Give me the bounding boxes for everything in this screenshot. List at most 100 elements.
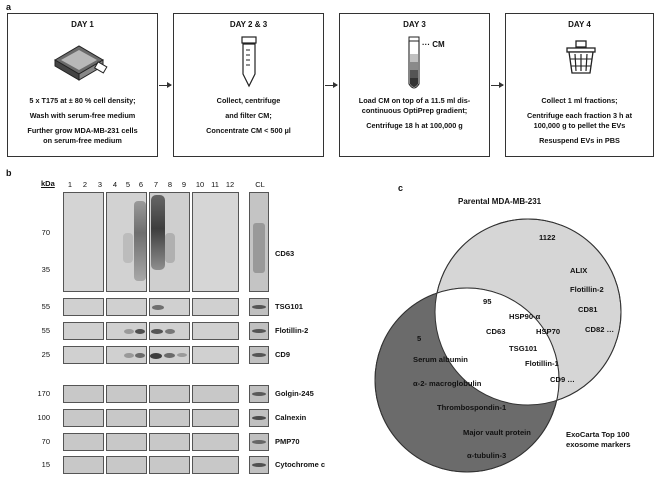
mw-label: 55	[41, 302, 50, 311]
parental-item: CD82 …	[585, 325, 615, 334]
parental-set-label: Parental MDA-MB-231	[458, 197, 542, 206]
marker-label: TSG101	[275, 302, 303, 311]
step-day3-line1: Load CM on top of a 11.5 ml dis-	[358, 96, 471, 105]
blot-strip	[149, 433, 190, 451]
venn-diagram	[374, 218, 622, 473]
lane-number: 1	[67, 180, 73, 189]
flask-icon	[54, 45, 108, 81]
blot-strip	[149, 409, 190, 427]
blot-strip	[63, 409, 104, 427]
blot-band	[151, 329, 163, 334]
blot-band-cl	[252, 463, 266, 467]
marker-label: Golgin-245	[275, 389, 314, 398]
step-day1-title: DAY 1	[71, 20, 94, 29]
lane-number: 9	[181, 180, 187, 189]
overlap-item: HSP90-α	[509, 312, 541, 321]
marker-label: CD9	[275, 350, 291, 359]
gradient-tube-icon	[408, 36, 420, 89]
panel-c-label: c	[398, 183, 404, 193]
step-day1-line2: Wash with serum-free medium	[29, 111, 136, 120]
lane-number: 12	[225, 180, 235, 189]
step-day1-line1: 5 x T175 at ± 80 % cell density;	[29, 96, 136, 105]
blot-strip	[63, 322, 104, 340]
step-day4-title: DAY 4	[568, 20, 591, 29]
lane-number: 5	[125, 180, 131, 189]
marker-label: CD63	[275, 249, 295, 258]
mw-label: 170	[37, 389, 50, 398]
blot-band	[150, 353, 162, 359]
blot-band	[152, 305, 164, 310]
marker-label: Calnexin	[275, 413, 307, 422]
blot-strip	[63, 346, 104, 364]
lane-number: 6	[138, 180, 144, 189]
step-day4-line2: Centrifuge each fraction 3 h at	[526, 111, 632, 120]
blot-band-cl	[252, 305, 266, 309]
exocarta-set-label-1: ExoCarta Top 100	[566, 430, 630, 439]
step-day4-line4: Resuspend EVs in PBS	[539, 136, 620, 145]
step-day23-box: DAY 2 & 3 Collect, centrifuge and filter…	[173, 13, 324, 157]
basket-icon	[566, 40, 596, 74]
mw-label: 15	[41, 460, 50, 469]
blot-strip	[106, 456, 147, 474]
mw-label: 25	[41, 350, 50, 359]
blot-band-cl	[252, 329, 266, 333]
blot-strip	[192, 409, 239, 427]
step-day23-line3: Concentrate CM < 500 µl	[206, 126, 291, 135]
mw-label: 70	[41, 228, 50, 237]
overlap-item: CD63	[486, 327, 506, 336]
blot-band-cl	[252, 416, 266, 420]
cd63-blot-cl	[249, 192, 269, 292]
arrow-3	[491, 82, 504, 88]
tube-icon	[241, 36, 257, 88]
blot-strip	[192, 385, 239, 403]
blot-strip	[106, 385, 147, 403]
blot-band	[177, 353, 187, 357]
blot-band	[124, 353, 134, 358]
exocarta-item: Serum albumin	[413, 355, 468, 364]
lane-number: 10	[195, 180, 205, 189]
kda-label: kDa	[41, 179, 55, 188]
step-day1-box: DAY 1 5 x T175 at ± 80 % cell density; W…	[7, 13, 158, 157]
cl-label: CL	[255, 180, 265, 189]
exocarta-item: Major vault protein	[463, 428, 531, 437]
step-day23-title: DAY 2 & 3	[229, 20, 268, 29]
blot-strip	[192, 456, 239, 474]
step-day3-title: DAY 3	[403, 20, 426, 29]
step-day4-box: DAY 4 Collect 1 ml fractions; Centrifuge…	[505, 13, 654, 157]
step-day3-line2: continuous OptiPrep gradient;	[361, 106, 468, 115]
exocarta-item: Thrombospondin-1	[437, 403, 507, 412]
lane-number: 8	[167, 180, 173, 189]
blot-strip	[106, 433, 147, 451]
overlap-item: Flotillin-1	[525, 359, 559, 368]
blot-strip	[63, 433, 104, 451]
blot-strip	[192, 322, 239, 340]
overlap-item: CD9 …	[550, 375, 575, 384]
step-day3-box: DAY 3 ··· CM Load CM on top of a 11.5 ml…	[339, 13, 490, 157]
blot-strip	[149, 298, 190, 316]
blot-band	[124, 329, 134, 334]
exocarta-set-label-2: exosome markers	[566, 440, 631, 449]
step-day4-line1: Collect 1 ml fractions;	[541, 96, 618, 105]
blot-band	[135, 353, 145, 358]
blot-strip	[149, 456, 190, 474]
lane-number: 4	[112, 180, 118, 189]
mw-label: 70	[41, 437, 50, 446]
mw-label: 55	[41, 326, 50, 335]
blot-strip	[149, 385, 190, 403]
mw-label: 100	[37, 413, 50, 422]
blot-band	[135, 329, 145, 334]
step-day3-line3: Centrifuge 18 h at 100,000 g	[366, 121, 463, 130]
blot-strip	[192, 433, 239, 451]
exocarta-item: α-2- macroglobulin	[413, 379, 482, 388]
blot-band-cl	[252, 392, 266, 396]
blot-strip	[63, 456, 104, 474]
blot-strip	[106, 409, 147, 427]
arrow-1	[159, 82, 172, 88]
lane-number: 3	[97, 180, 103, 189]
exocarta-count: 5	[417, 334, 422, 343]
blot-band	[165, 329, 175, 334]
mw-label: 35	[41, 265, 50, 274]
overlap-region	[435, 288, 559, 405]
parental-item: Flotillin-2	[570, 285, 604, 294]
step-day23-line2: and filter CM;	[225, 111, 272, 120]
